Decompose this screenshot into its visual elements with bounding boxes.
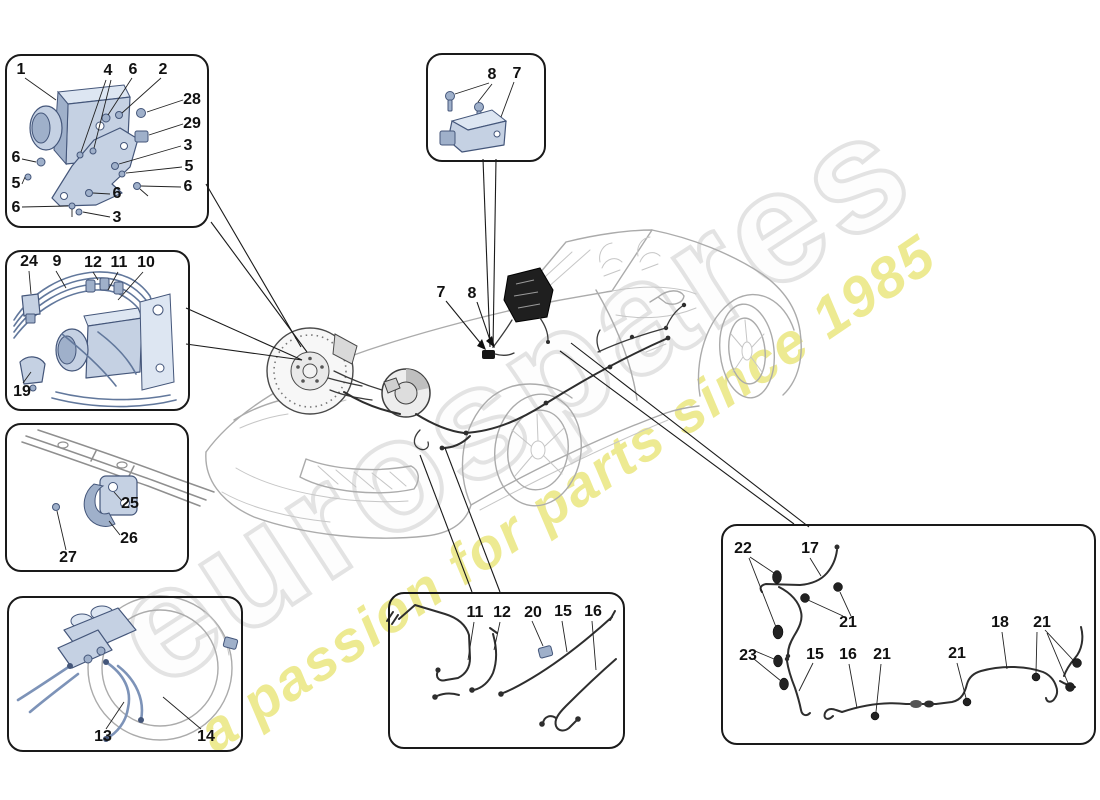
panel-abs-modulator-content: [21, 77, 184, 218]
leader-lines: [185, 158, 810, 593]
panel-rear-pipes-content: [748, 544, 1084, 721]
panel-pipe-clamp-content: [21, 429, 215, 551]
panel-front-pipes: [388, 592, 625, 749]
panel-brake-servo-content: [16, 595, 239, 742]
panel-acceleration-sensor: [426, 53, 546, 162]
panel-brake-servo: [7, 596, 243, 752]
panel-acceleration-sensor-content: [439, 81, 515, 153]
panel-pipe-clamp: [5, 423, 189, 572]
car-brake-components: [266, 267, 687, 451]
panel-front-pipes-content: [386, 604, 617, 732]
panel-hydraulic-unit-content: [13, 270, 177, 408]
panel-abs-modulator: [5, 54, 209, 228]
panel-hydraulic-unit: [5, 250, 190, 411]
panel-rear-pipes: [721, 524, 1096, 745]
